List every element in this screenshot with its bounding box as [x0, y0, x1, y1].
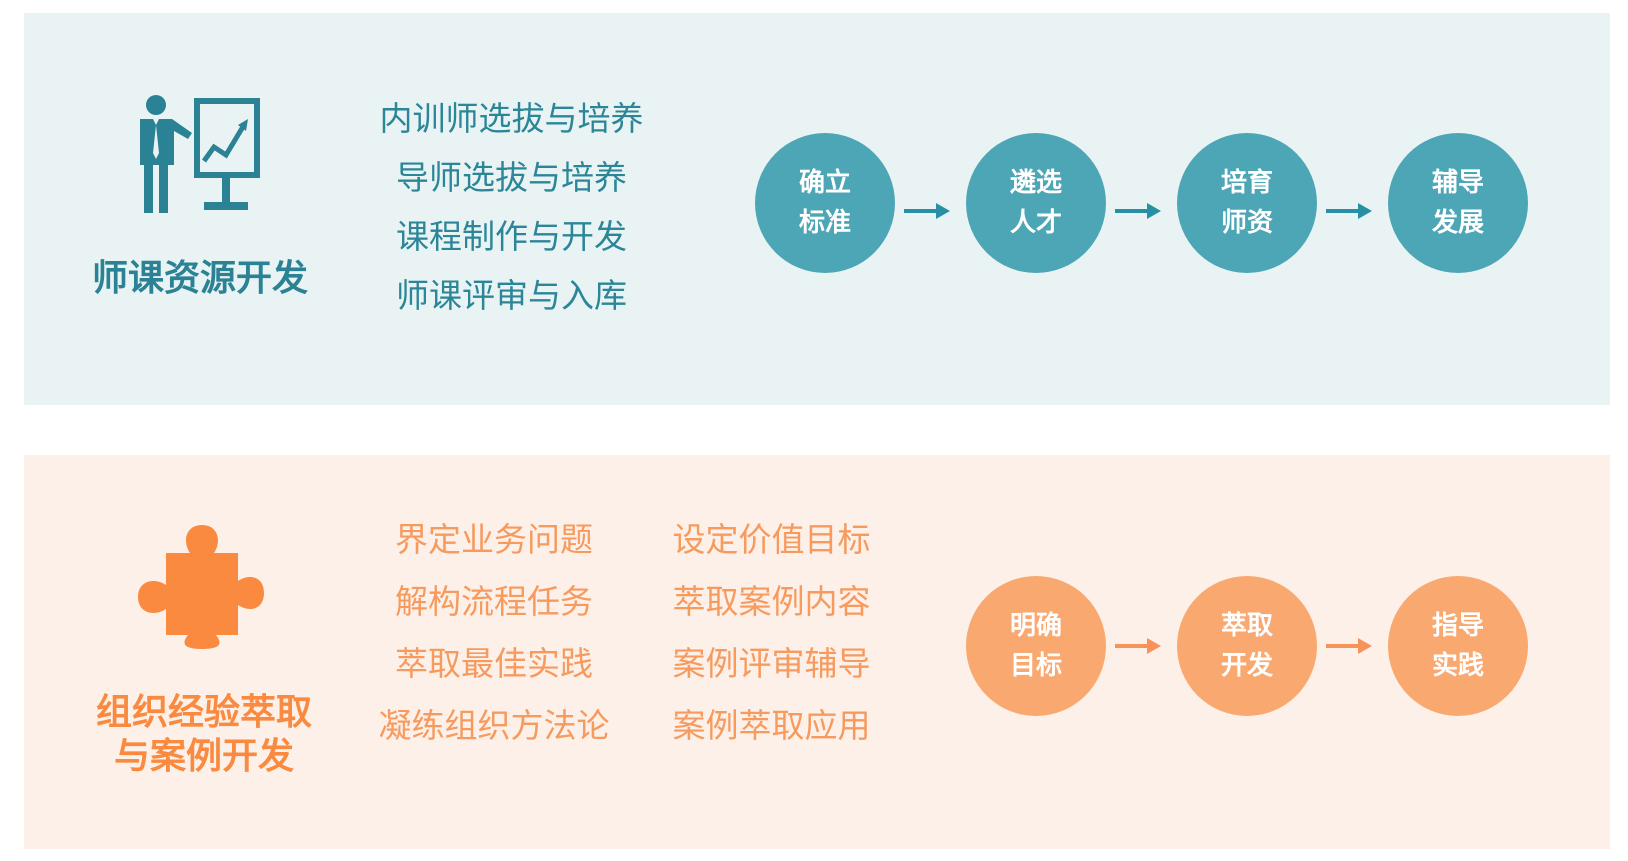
bullet-list: 内训师选拔与培养 导师选拔与培养 课程制作与开发 师课评审与入库	[379, 89, 644, 325]
arrow-right-icon	[1115, 638, 1161, 654]
list-item: 解构流程任务	[395, 582, 593, 621]
list-item: 课程制作与开发	[396, 217, 627, 256]
step-label-line: 辅导	[1431, 168, 1484, 198]
section-experience-extraction-panel: 组织经验萃取 与案例开发 界定业务问题 解构流程任务 萃取最佳实践 凝练组织方法…	[24, 455, 1610, 849]
list-item: 凝练组织方法论	[378, 706, 610, 745]
arrow-right-icon	[1326, 638, 1372, 654]
arrow-right-icon	[904, 203, 950, 219]
step-label-line: 师资	[1220, 208, 1273, 238]
list-item: 萃取案例内容	[672, 582, 871, 621]
step-label-line: 指导	[1431, 611, 1484, 641]
presenter-chart-icon	[140, 95, 260, 213]
step-label-line: 明确	[1009, 611, 1062, 641]
section-title-experience-extraction: 组织经验萃取 与案例开发	[74, 691, 334, 779]
list-item: 导师选拔与培养	[396, 158, 627, 197]
step-label-line: 目标	[1009, 651, 1062, 681]
list-item: 界定业务问题	[395, 520, 593, 559]
list-item: 案例萃取应用	[672, 706, 871, 745]
section-teacher-course-panel: 师课资源开发 内训师选拔与培养 导师选拔与培养 课程制作与开发 师课评审与入库 …	[24, 13, 1610, 405]
step-label-line: 萃取	[1220, 611, 1273, 641]
bullet-list: 界定业务问题 解构流程任务 萃取最佳实践 凝练组织方法论	[369, 509, 619, 757]
list-item: 案例评审辅导	[672, 644, 871, 683]
arrow-right-icon	[1115, 203, 1161, 219]
step-circle: 培育 师资	[1177, 133, 1317, 273]
step-circle: 辅导 发展	[1388, 133, 1528, 273]
section-title-line: 师课资源开发	[91, 258, 308, 299]
step-label-line: 发展	[1431, 208, 1484, 238]
list-item: 内训师选拔与培养	[379, 99, 644, 138]
section-title-line: 组织经验萃取	[95, 692, 312, 733]
list-item: 设定价值目标	[672, 520, 871, 559]
step-circle: 萃取 开发	[1177, 576, 1317, 716]
bullet-list: 设定价值目标 萃取案例内容 案例评审辅导 案例萃取应用	[664, 509, 879, 757]
step-circle: 明确 目标	[966, 576, 1106, 716]
list-item: 师课评审与入库	[396, 276, 627, 315]
step-label-line: 标准	[798, 208, 851, 238]
step-label-line: 确立	[798, 168, 851, 198]
step-circle: 遴选 人才	[966, 133, 1106, 273]
step-label-line: 开发	[1220, 651, 1273, 681]
step-label-line: 遴选	[1009, 168, 1062, 198]
section-title-line: 与案例开发	[113, 736, 294, 777]
section-title-teacher-course: 师课资源开发	[90, 257, 310, 301]
step-circle: 确立 标准	[755, 133, 895, 273]
step-label-line: 实践	[1431, 651, 1484, 681]
step-label-line: 培育	[1220, 168, 1273, 198]
step-circle: 指导 实践	[1388, 576, 1528, 716]
step-label-line: 人才	[1009, 208, 1062, 238]
arrow-right-icon	[1326, 203, 1372, 219]
puzzle-piece-icon	[138, 525, 264, 649]
list-item: 萃取最佳实践	[395, 644, 593, 683]
